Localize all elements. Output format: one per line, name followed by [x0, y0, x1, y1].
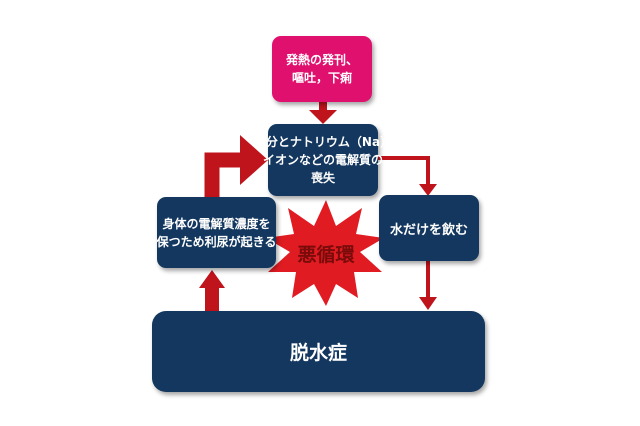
- loss-text-line-2: イオンなどの電解質の: [262, 153, 383, 167]
- arrow-cause-to-loss: [309, 101, 337, 124]
- dehydration-box: 脱水症: [152, 311, 485, 392]
- cause-text-line-2: 嘔吐，下痢: [291, 71, 352, 85]
- body-response-box: 身体の電解質濃度を 保つため利尿が起きる: [157, 197, 276, 268]
- loss-text-line-1: 水分とナトリウム（Na）: [253, 135, 393, 149]
- dehydration-label: 脱水症: [289, 342, 347, 364]
- drink-water-label: 水だけを飲む: [389, 222, 468, 238]
- cause-text-line-1: 発熱の発刊、: [285, 53, 358, 67]
- arrow-drink-to-dehydration: [419, 261, 437, 310]
- electrolyte-loss-box: 水分とナトリウム（Na） イオンなどの電解質の 喪失: [254, 124, 392, 196]
- body-text-line-1: 身体の電解質濃度を: [162, 216, 271, 231]
- body-text-line-2: 保つため利尿が起きる: [156, 234, 277, 249]
- cause-box: 発熱の発刊、 嘔吐，下痢: [272, 36, 372, 102]
- vicious-cycle-burst: [266, 200, 384, 306]
- arrow-loss-to-drink: [378, 156, 437, 196]
- loss-text-line-3: 喪失: [310, 171, 335, 185]
- vicious-cycle-label: 悪循環: [297, 244, 355, 266]
- arrow-body-to-loss: [204, 135, 268, 197]
- drink-water-box: 水だけを飲む: [379, 195, 479, 261]
- arrow-dehydration-to-body: [199, 270, 225, 311]
